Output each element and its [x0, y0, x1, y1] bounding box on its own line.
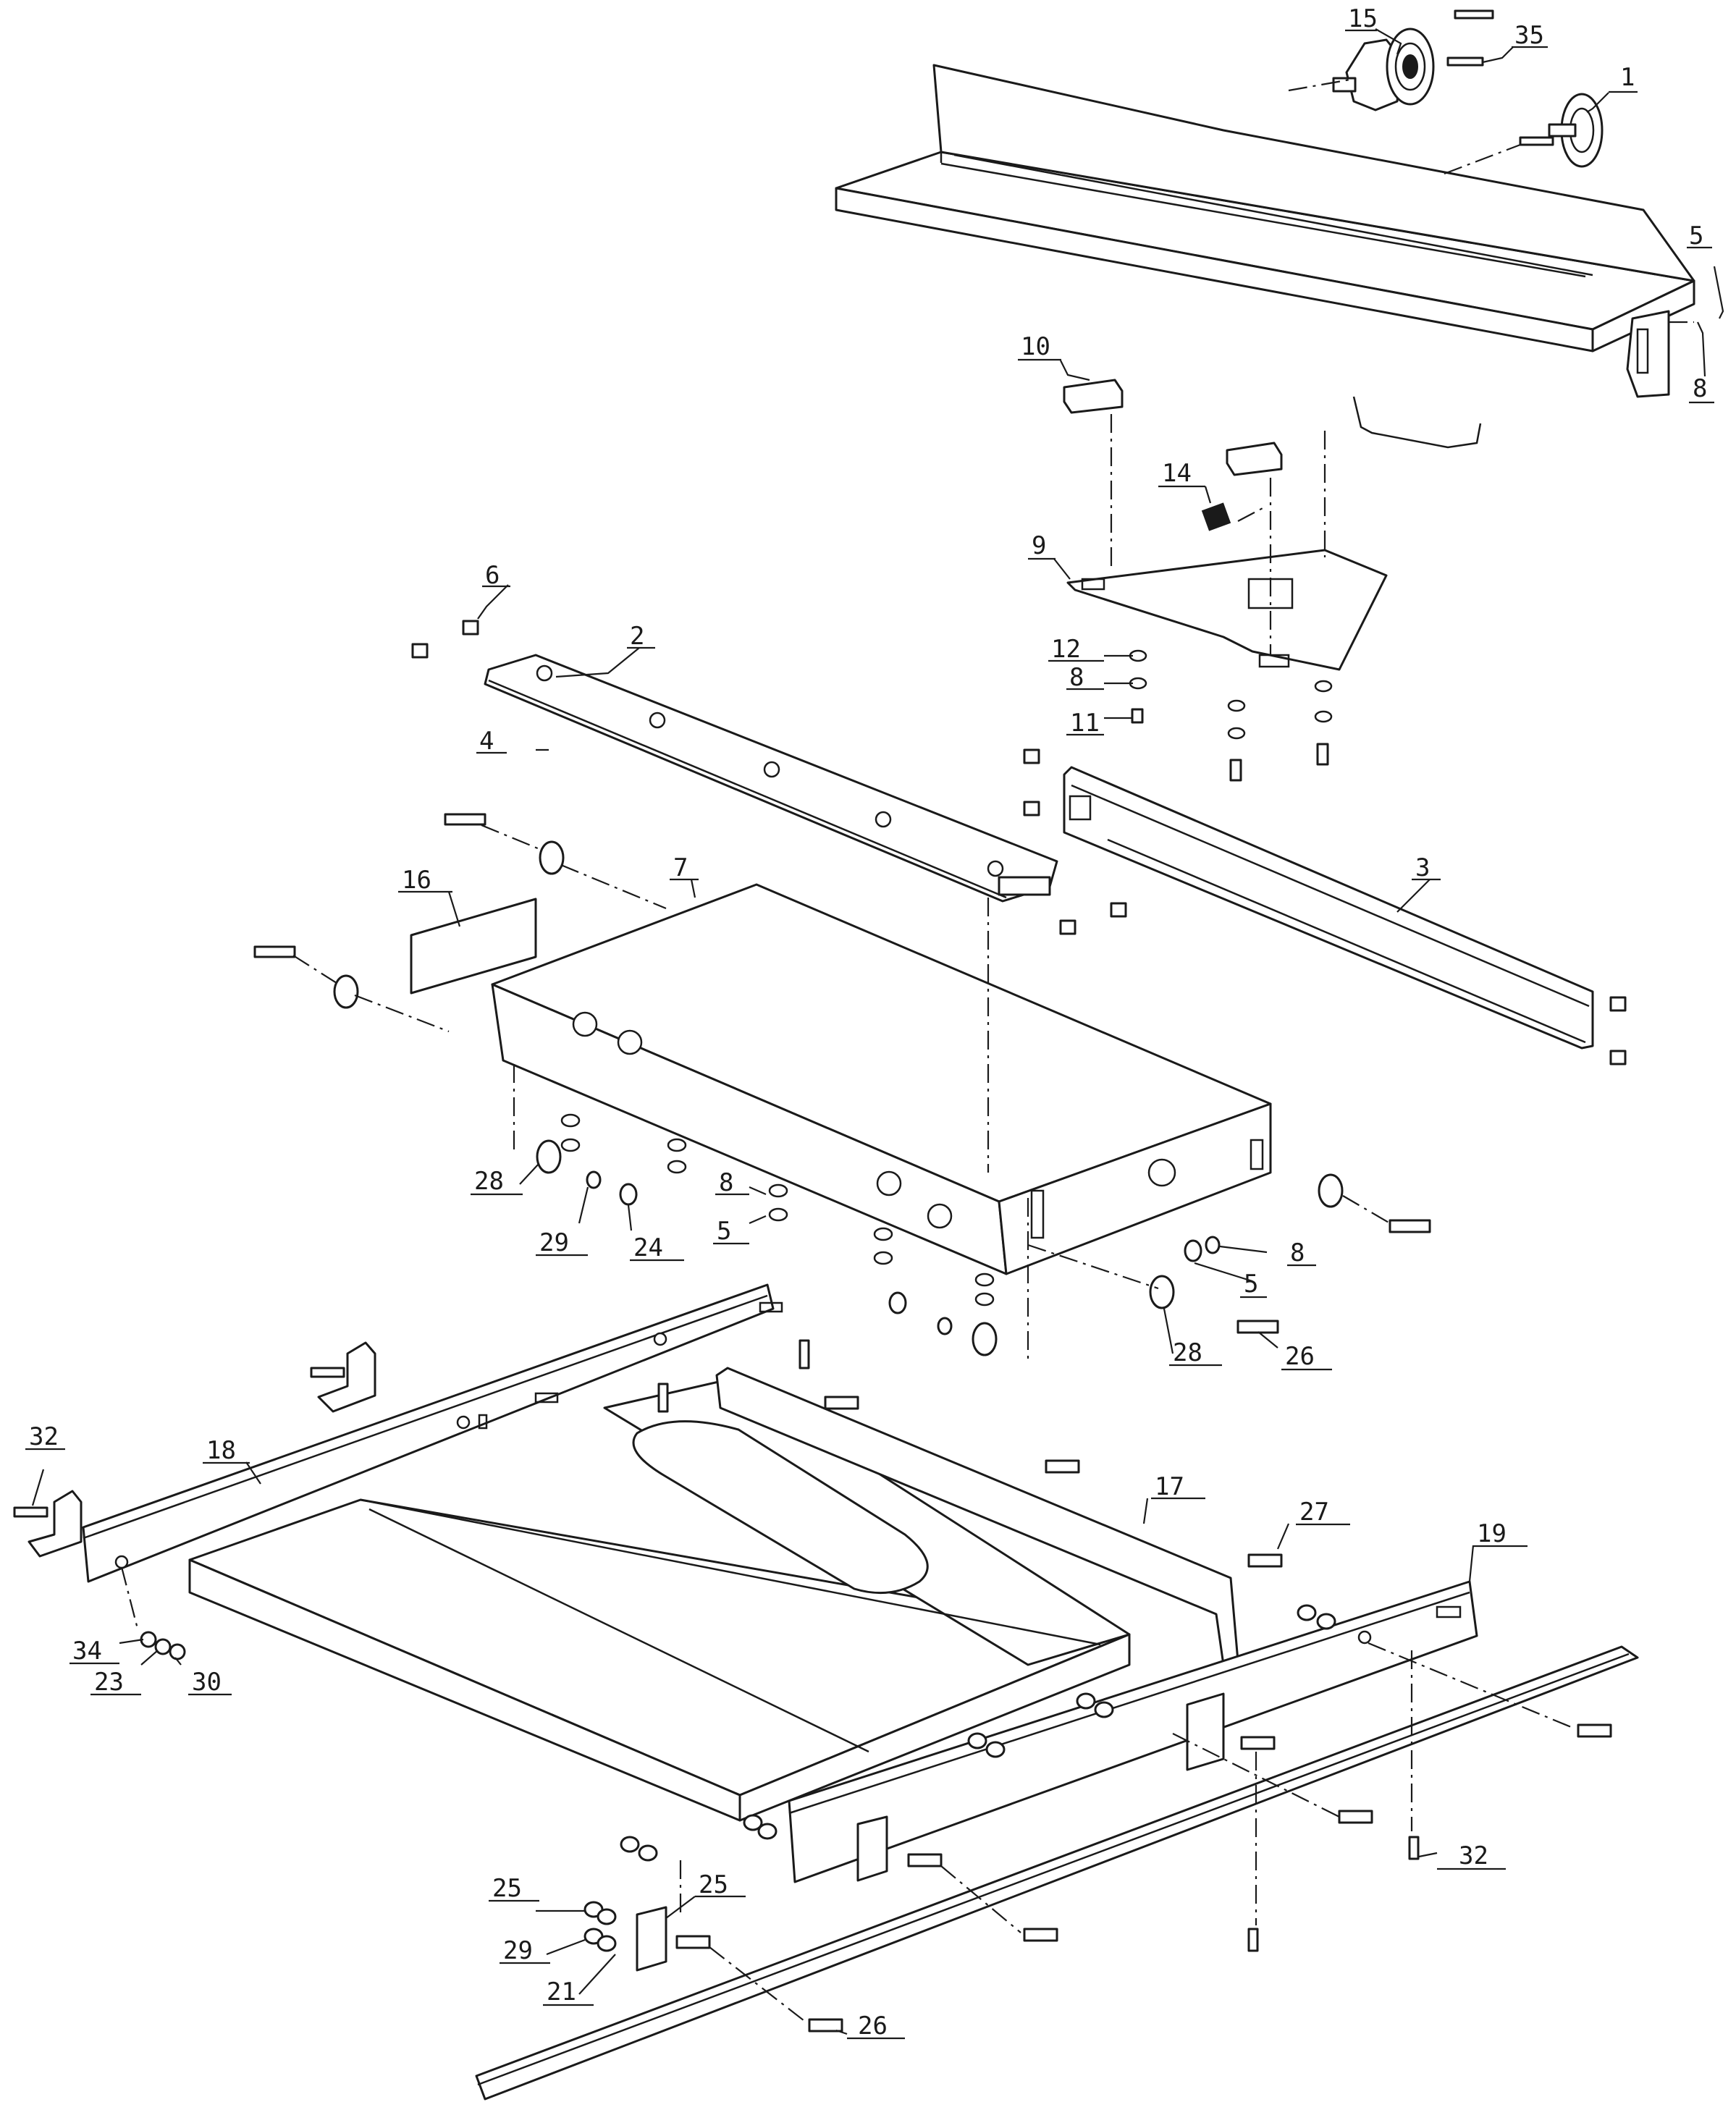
rear-rail-part: [1063, 766, 1594, 1050]
callout-30: 30: [192, 1668, 222, 1697]
callout-7: 7: [673, 853, 688, 882]
callout-28-right: 28: [1173, 1338, 1202, 1367]
callout-5-lower: 5: [717, 1217, 731, 1246]
callout-21: 21: [547, 1978, 576, 2006]
label-plate-part: [410, 898, 537, 995]
handwheel-knob-part: [1519, 93, 1604, 168]
main-housing-part: [491, 883, 1272, 1275]
callout-23: 23: [94, 1668, 124, 1697]
mounting-brackets: [13, 1341, 376, 1558]
callout-16: 16: [402, 866, 431, 895]
left-rail-part: [82, 1283, 783, 1583]
fence-rail-part: [475, 1645, 1639, 2101]
callout-5-right: 5: [1244, 1270, 1258, 1299]
callout-8-lower: 8: [719, 1168, 733, 1197]
callout-27: 27: [1299, 1498, 1329, 1527]
callout-18: 18: [206, 1436, 236, 1465]
callout-26-right: 26: [1285, 1342, 1315, 1371]
front-rail-part: [484, 654, 1058, 903]
callout-33: 32: [29, 1422, 59, 1451]
callout-8-right: 8: [1290, 1238, 1305, 1267]
hardware-stack-9: [1129, 649, 1333, 782]
callout-29-bottom: 29: [503, 1936, 533, 1965]
callout-2: 2: [630, 622, 644, 651]
callout-leaders: [31, 28, 1724, 2035]
callout-24-left: 24: [633, 1233, 663, 1262]
callout-19: 19: [1477, 1519, 1507, 1548]
callout-10: 10: [1021, 332, 1050, 361]
callout-4: 4: [479, 727, 494, 756]
spring-part: [1201, 502, 1231, 531]
callout-6: 6: [485, 561, 500, 590]
callout-25: 25: [699, 1870, 728, 1899]
base-plate-part: [188, 1377, 1131, 1822]
callout-1: 1: [1620, 63, 1635, 92]
right-rail-part: [788, 1580, 1478, 1883]
callout-24-bottom: 25: [492, 1874, 522, 1903]
alignment-lines: [120, 78, 1694, 2024]
callout-14: 14: [1162, 459, 1192, 488]
callout-29-left: 29: [539, 1228, 569, 1257]
callout-35: 35: [1514, 21, 1544, 50]
table-top-part: [835, 64, 1695, 449]
callout-15: 15: [1348, 4, 1378, 33]
pad-blocks-part: [1063, 379, 1283, 531]
callout-26-bottom: 26: [858, 2012, 888, 2040]
callout-5-top: 5: [1689, 221, 1703, 250]
support-bracket-part: [1066, 549, 1388, 671]
connecting-plates: [140, 1339, 1612, 2033]
callout-32: 32: [1459, 1841, 1488, 1870]
callout-34: 34: [72, 1637, 102, 1666]
callout-28-left: 28: [474, 1167, 504, 1196]
callout-12: 12: [1051, 635, 1081, 664]
box-hardware: [253, 620, 1627, 1356]
callout-17: 17: [1155, 1472, 1184, 1501]
callout-9: 9: [1032, 531, 1046, 560]
callout-8-top: 8: [1693, 374, 1707, 403]
callout-8-mid: 8: [1069, 663, 1084, 692]
callout-11: 11: [1070, 709, 1100, 738]
callout-3: 3: [1415, 853, 1430, 882]
callout-labels: 15 35 1 5 8 10 14 9 12 8 11 2 6 4 3 7 16…: [25, 4, 1714, 2040]
